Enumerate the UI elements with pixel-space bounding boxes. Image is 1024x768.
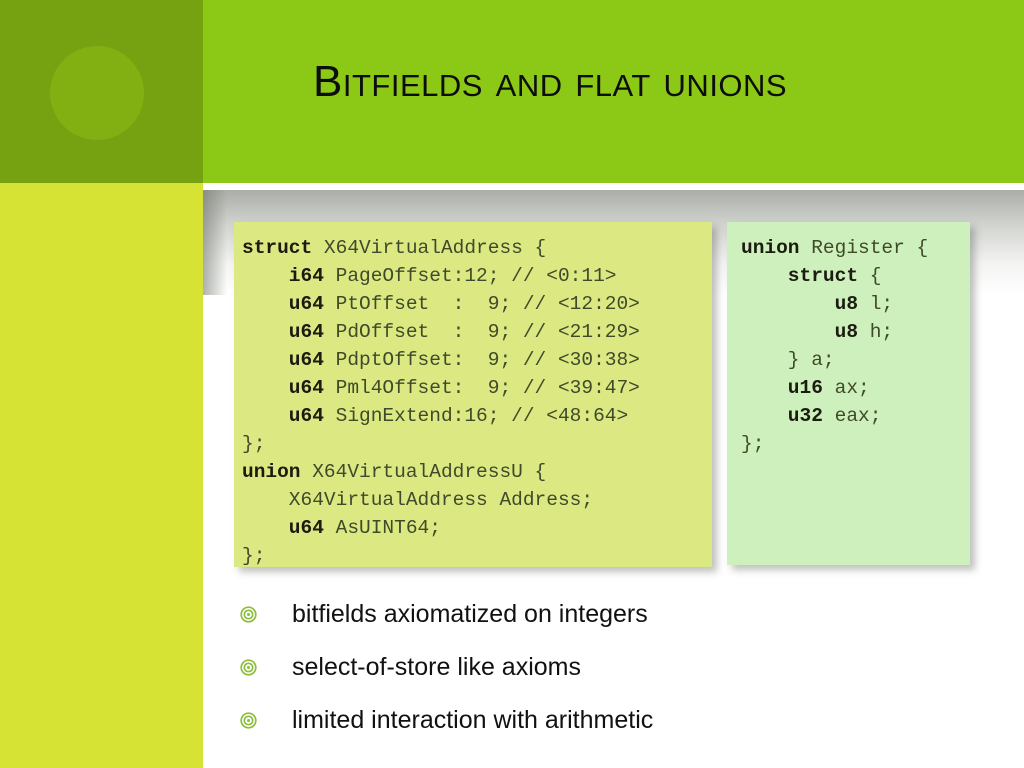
code-line: u64 Pml4Offset: 9; // <39:47> (242, 374, 712, 402)
code-line: union Register { (741, 234, 970, 262)
code-keyword: struct (741, 265, 859, 287)
code-keyword: struct (242, 237, 313, 259)
code-text: SignExtend:16; // <48:64> (323, 405, 629, 427)
code-line: u16 ax; (741, 374, 970, 402)
code-line: u8 l; (741, 290, 970, 318)
code-line: } a; (741, 346, 970, 374)
code-text: ax; (822, 377, 870, 399)
code-keyword: i64 (242, 265, 324, 287)
code-line: u64 SignExtend:16; // <48:64> (242, 402, 712, 430)
code-line: struct { (741, 262, 970, 290)
concentric-circle-bullet-icon (240, 659, 278, 676)
bullet-item: select-of-store like axioms (240, 641, 960, 694)
code-line: }; (741, 430, 970, 458)
code-text: X64VirtualAddress { (312, 237, 547, 259)
code-keyword: u64 (242, 293, 324, 315)
bullet-label: bitfields axiomatized on integers (292, 599, 648, 628)
code-keyword: u8 (741, 321, 859, 343)
bullet-item: bitfields axiomatized on integers (240, 588, 960, 641)
code-text: AsUINT64; (323, 517, 441, 539)
code-text: }; (242, 545, 266, 567)
bullet-label: select-of-store like axioms (292, 652, 581, 681)
code-keyword: u64 (242, 517, 324, 539)
code-text: PdptOffset: 9; // <30:38> (323, 349, 640, 371)
bullet-item: limited interaction with arithmetic (240, 694, 960, 747)
code-keyword: u64 (242, 349, 324, 371)
code-keyword: u8 (741, 293, 859, 315)
bullet-label: limited interaction with arithmetic (292, 705, 654, 734)
code-line: struct X64VirtualAddress { (242, 234, 712, 262)
code-keyword: u16 (741, 377, 823, 399)
code-text: PtOffset : 9; // <12:20> (323, 293, 640, 315)
code-keyword: u64 (242, 377, 324, 399)
code-text: Pml4Offset: 9; // <39:47> (323, 377, 640, 399)
concentric-circle-bullet-icon (240, 712, 278, 729)
decorative-circle-icon (50, 46, 144, 140)
code-line: u64 PtOffset : 9; // <12:20> (242, 290, 712, 318)
slide-header-band: Bitfields and flat unions (203, 0, 1024, 183)
concentric-circle-bullet-icon (240, 606, 278, 623)
code-line: }; (242, 430, 712, 458)
code-keyword: union (242, 461, 301, 483)
code-line: u64 PdptOffset: 9; // <30:38> (242, 346, 712, 374)
left-bottom-color-block (0, 183, 203, 768)
header-drop-shadow-left-edge (203, 190, 227, 295)
left-top-color-block (0, 0, 203, 183)
code-line: X64VirtualAddress Address; (242, 486, 712, 514)
code-text: X64VirtualAddressU { (300, 461, 547, 483)
code-line: i64 PageOffset:12; // <0:11> (242, 262, 712, 290)
code-text: Register { (799, 237, 929, 259)
left-decorative-column (0, 0, 203, 768)
code-text: { (858, 265, 882, 287)
code-text: PdOffset : 9; // <21:29> (323, 321, 640, 343)
code-line: u8 h; (741, 318, 970, 346)
code-text: PageOffset:12; // <0:11> (323, 265, 617, 287)
code-panel-register-union: union Register { struct { u8 l; u8 h; } … (727, 222, 970, 565)
code-keyword: u64 (242, 321, 324, 343)
code-text: h; (858, 321, 894, 343)
code-text: l; (858, 293, 894, 315)
code-panel-x64virtualaddress: struct X64VirtualAddress { i64 PageOffse… (234, 222, 712, 567)
code-line: }; (242, 542, 712, 570)
code-text: }; (242, 433, 266, 455)
code-line: u64 PdOffset : 9; // <21:29> (242, 318, 712, 346)
slide-title: Bitfields and flat unions (313, 57, 788, 106)
code-line: union X64VirtualAddressU { (242, 458, 712, 486)
code-text: eax; (822, 405, 882, 427)
code-text: } a; (741, 349, 835, 371)
code-line: u64 AsUINT64; (242, 514, 712, 542)
code-text: X64VirtualAddress Address; (242, 489, 594, 511)
code-text: }; (741, 433, 765, 455)
code-keyword: u64 (242, 405, 324, 427)
code-line: u32 eax; (741, 402, 970, 430)
code-keyword: u32 (741, 405, 823, 427)
code-keyword: union (741, 237, 800, 259)
bullet-list: bitfields axiomatized on integers select-… (240, 588, 960, 747)
